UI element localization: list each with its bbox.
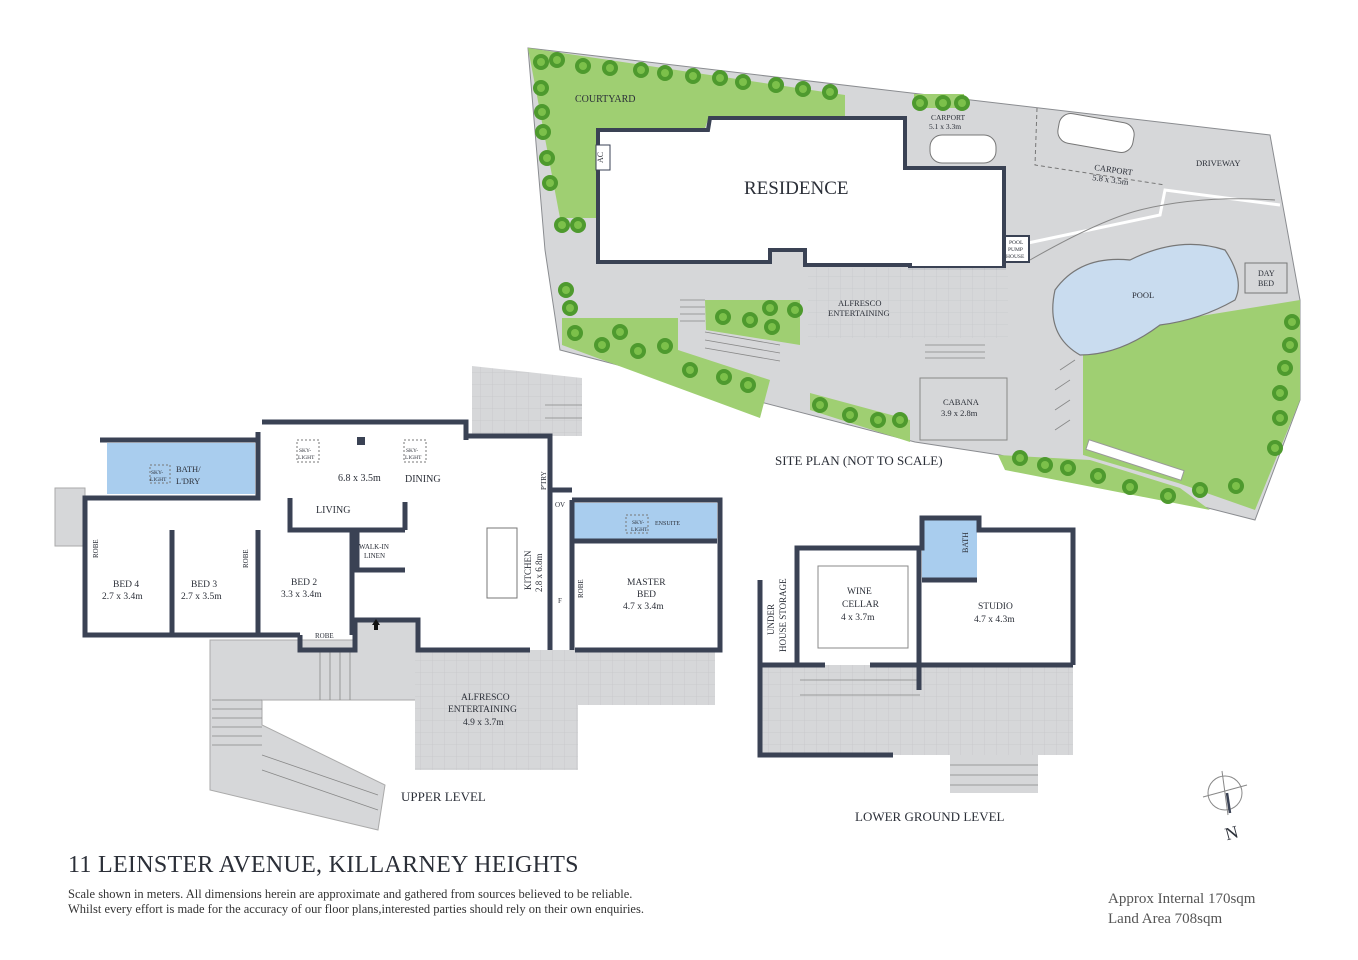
day-bed-label-1: DAY	[1258, 269, 1275, 278]
bed2-robe-label: ROBE	[315, 632, 334, 640]
bed2-label: BED 2	[291, 578, 317, 588]
living-label: LIVING	[316, 505, 350, 516]
dining-skylight-1: SKY-	[406, 448, 418, 454]
site-plan-caption: SITE PLAN (NOT TO SCALE)	[775, 453, 943, 468]
area-summary: Approx Internal 170sqm Land Area 708sqm	[1108, 889, 1255, 929]
disclaimer-line-2: Whilst every effort is made for the accu…	[68, 902, 644, 916]
pool-pump-label-1: POOL	[1009, 240, 1024, 246]
walkin-linen-label-1: WALK-IN	[359, 543, 389, 551]
living-skylight-1: SKY-	[299, 448, 311, 454]
carport-1-label: CARPORT	[931, 113, 966, 122]
pool-pump-label-3: HOUSE	[1006, 254, 1025, 260]
studio-dims: 4.7 x 4.3m	[974, 615, 1015, 625]
courtyard-label: COURTYARD	[575, 94, 636, 105]
driveway-label: DRIVEWAY	[1196, 158, 1241, 168]
cabana-dims: 3.9 x 2.8m	[941, 408, 978, 418]
master-robe-label: ROBE	[577, 579, 585, 598]
upper-level-plan	[54, 366, 723, 831]
carport-1-dims: 5.1 x 3.3m	[929, 122, 961, 131]
ac-label: AC	[596, 152, 605, 163]
lower-level-plan	[757, 515, 1076, 793]
kitchen-dims: 2.8 x 6.8m	[534, 553, 544, 592]
lower-level-caption: LOWER GROUND LEVEL	[855, 809, 1005, 824]
bed3-robe-label: ROBE	[242, 549, 250, 568]
pantry-label: P'TRY	[540, 471, 548, 490]
disclaimer-line-1: Scale shown in meters. All dimensions he…	[68, 887, 633, 901]
walkin-linen-label-2: LINEN	[364, 552, 385, 560]
ensuite-skylight-2: LIGHT	[631, 527, 648, 533]
courtyard-lawn	[528, 48, 845, 218]
dining-skylight-2: LIGHT	[405, 455, 422, 461]
pool-pump-label-2: PUMP	[1008, 247, 1023, 253]
cabana-footprint	[919, 377, 1008, 441]
ensuite-skylight-1: SKY-	[632, 520, 644, 526]
bed4-label: BED 4	[113, 580, 139, 590]
bed2-dims: 3.3 x 3.4m	[281, 590, 322, 600]
wine-cellar-label-1: WINE	[847, 587, 872, 597]
pool-shape	[1052, 243, 1239, 356]
upper-level-caption: UPPER LEVEL	[401, 789, 486, 804]
living-skylight-2: LIGHT	[298, 455, 315, 461]
residence-label: RESIDENCE	[744, 178, 849, 199]
bath-skylight-1: SKY-	[151, 470, 163, 476]
oven-label: OV	[555, 501, 565, 509]
bath-laundry-label-1: BATH/	[176, 464, 201, 474]
cabana-label: CABANA	[943, 397, 980, 407]
wine-cellar-dims: 4 x 3.7m	[841, 613, 875, 623]
compass-icon	[1202, 770, 1248, 816]
upper-alfresco-label-2: ENTERTAINING	[448, 705, 517, 715]
studio-label: STUDIO	[978, 602, 1013, 612]
bath-laundry-label-2: L'DRY	[176, 476, 200, 486]
entry-arrow-icon	[372, 619, 380, 630]
master-bed-label-1: MASTER	[627, 578, 666, 588]
bath-skylight-2: LIGHT	[150, 477, 167, 483]
land-area: Land Area 708sqm	[1108, 911, 1223, 927]
bed3-label: BED 3	[191, 580, 217, 590]
site-plan	[527, 47, 1301, 521]
bed3-dims: 2.7 x 3.5m	[181, 592, 222, 602]
master-bed-dims: 4.7 x 3.4m	[623, 602, 664, 612]
upper-alfresco-dims: 4.9 x 3.7m	[463, 718, 504, 728]
bed4-robe-label: ROBE	[92, 539, 100, 558]
lower-bath-label: BATH	[961, 532, 970, 553]
compass-north-label: N	[1223, 822, 1241, 845]
kitchen-label: KITCHEN	[523, 550, 533, 590]
site-alfresco-label-1: ALFRESCO	[838, 298, 881, 308]
pool-label: POOL	[1132, 290, 1154, 300]
storage-label-1: UNDER	[766, 604, 776, 635]
internal-area: Approx Internal 170sqm	[1108, 891, 1256, 907]
bed4-dims: 2.7 x 3.4m	[102, 592, 143, 602]
upper-alfresco-label-1: ALFRESCO	[461, 693, 510, 703]
ensuite-label: ENSUITE	[655, 521, 680, 527]
day-bed-label-2: BED	[1258, 279, 1274, 288]
living-dims: 6.8 x 3.5m	[338, 473, 381, 484]
fridge-label: F	[558, 597, 562, 605]
wine-cellar-label-2: CELLAR	[842, 600, 880, 610]
storage-label-2: HOUSE STORAGE	[778, 578, 788, 652]
site-alfresco-label-2: ENTERTAINING	[828, 308, 890, 318]
disclaimer: Scale shown in meters. All dimensions he…	[68, 887, 644, 917]
property-title: 11 LEINSTER AVENUE, KILLARNEY HEIGHTS	[68, 852, 579, 878]
master-bed-label-2: BED	[637, 590, 656, 600]
dining-label: DINING	[405, 474, 441, 485]
